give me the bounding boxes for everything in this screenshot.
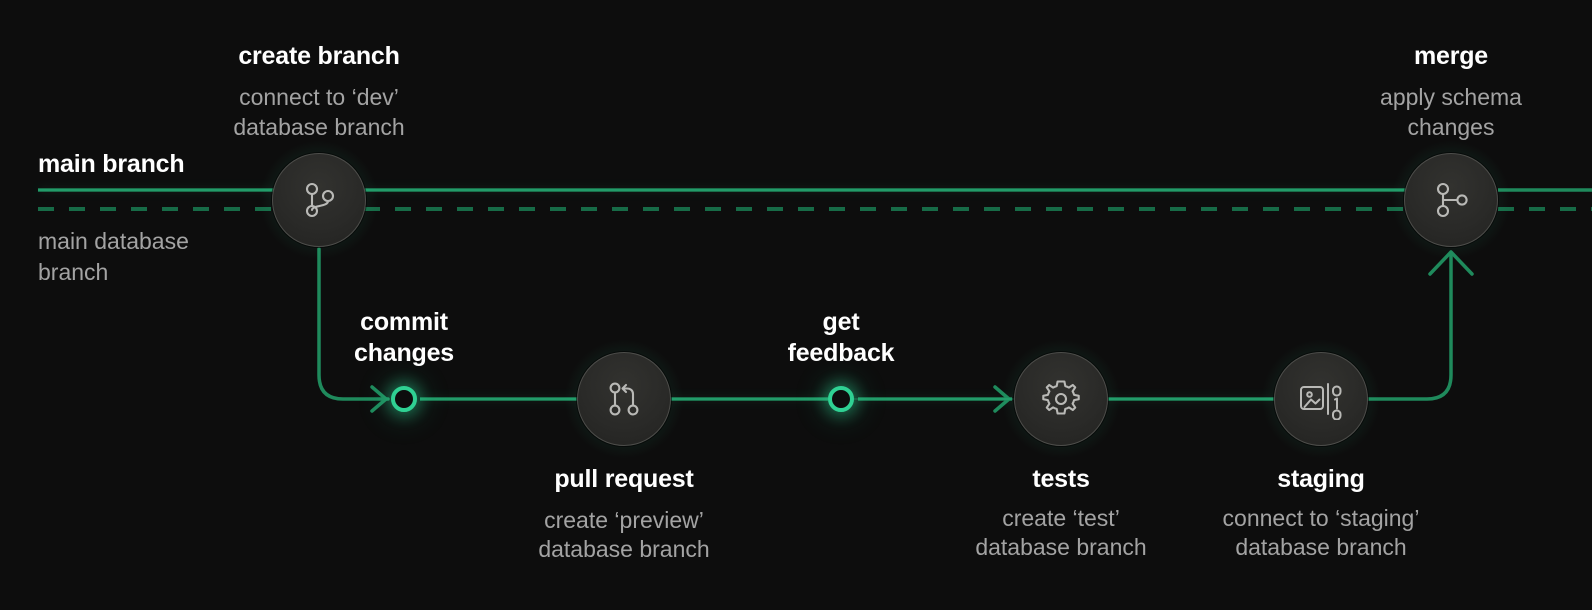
staging-sub-line2: database branch	[1235, 534, 1407, 560]
create-branch-label: create branch	[238, 42, 400, 70]
staging-sub-line1: connect to ‘staging’	[1222, 505, 1420, 531]
node-tests[interactable]	[1014, 352, 1108, 446]
get-feedback-label-line1: get	[822, 308, 860, 336]
git-branch-icon	[298, 179, 340, 221]
gear-icon	[1038, 376, 1084, 422]
tests-sub-line1: create ‘test’	[1002, 505, 1120, 531]
create-branch-sub-line2: database branch	[233, 114, 405, 140]
staging-label: staging	[1277, 465, 1365, 493]
node-create-branch[interactable]	[272, 153, 366, 247]
pull-request-sub-line2: database branch	[538, 536, 710, 562]
image-binary-icon	[1298, 378, 1344, 420]
pull-request-label: pull request	[554, 465, 694, 493]
arrowhead-to-commit	[370, 385, 388, 413]
arrowhead-to-merge	[1428, 250, 1474, 276]
git-merge-icon	[1430, 179, 1472, 221]
tests-sub-line2: database branch	[975, 534, 1147, 560]
node-get-feedback[interactable]	[828, 386, 854, 412]
merge-label: merge	[1413, 42, 1489, 70]
connector-staging-to-merge	[1366, 252, 1453, 401]
node-commit-changes[interactable]	[391, 386, 417, 412]
tests-label: tests	[1032, 465, 1090, 493]
main-database-branch-label-line1: main database	[38, 228, 189, 254]
pull-request-sub-line1: create ‘preview’	[544, 507, 704, 533]
commit-changes-label-line1: commit	[360, 308, 448, 336]
node-staging[interactable]	[1274, 352, 1368, 446]
create-branch-sub-line1: connect to ‘dev’	[239, 84, 399, 110]
main-branch-label: main branch	[38, 150, 185, 178]
merge-sub-line2: changes	[1407, 114, 1495, 140]
node-merge[interactable]	[1404, 153, 1498, 247]
arrowhead-to-tests	[993, 385, 1011, 413]
get-feedback-label-line2: feedback	[787, 339, 895, 367]
main-database-branch-label-line2: branch	[38, 259, 109, 285]
commit-changes-label-line2: changes	[353, 339, 455, 367]
merge-sub-line1: apply schema	[1380, 84, 1522, 110]
git-pull-request-icon	[603, 378, 645, 420]
node-pull-request[interactable]	[577, 352, 671, 446]
